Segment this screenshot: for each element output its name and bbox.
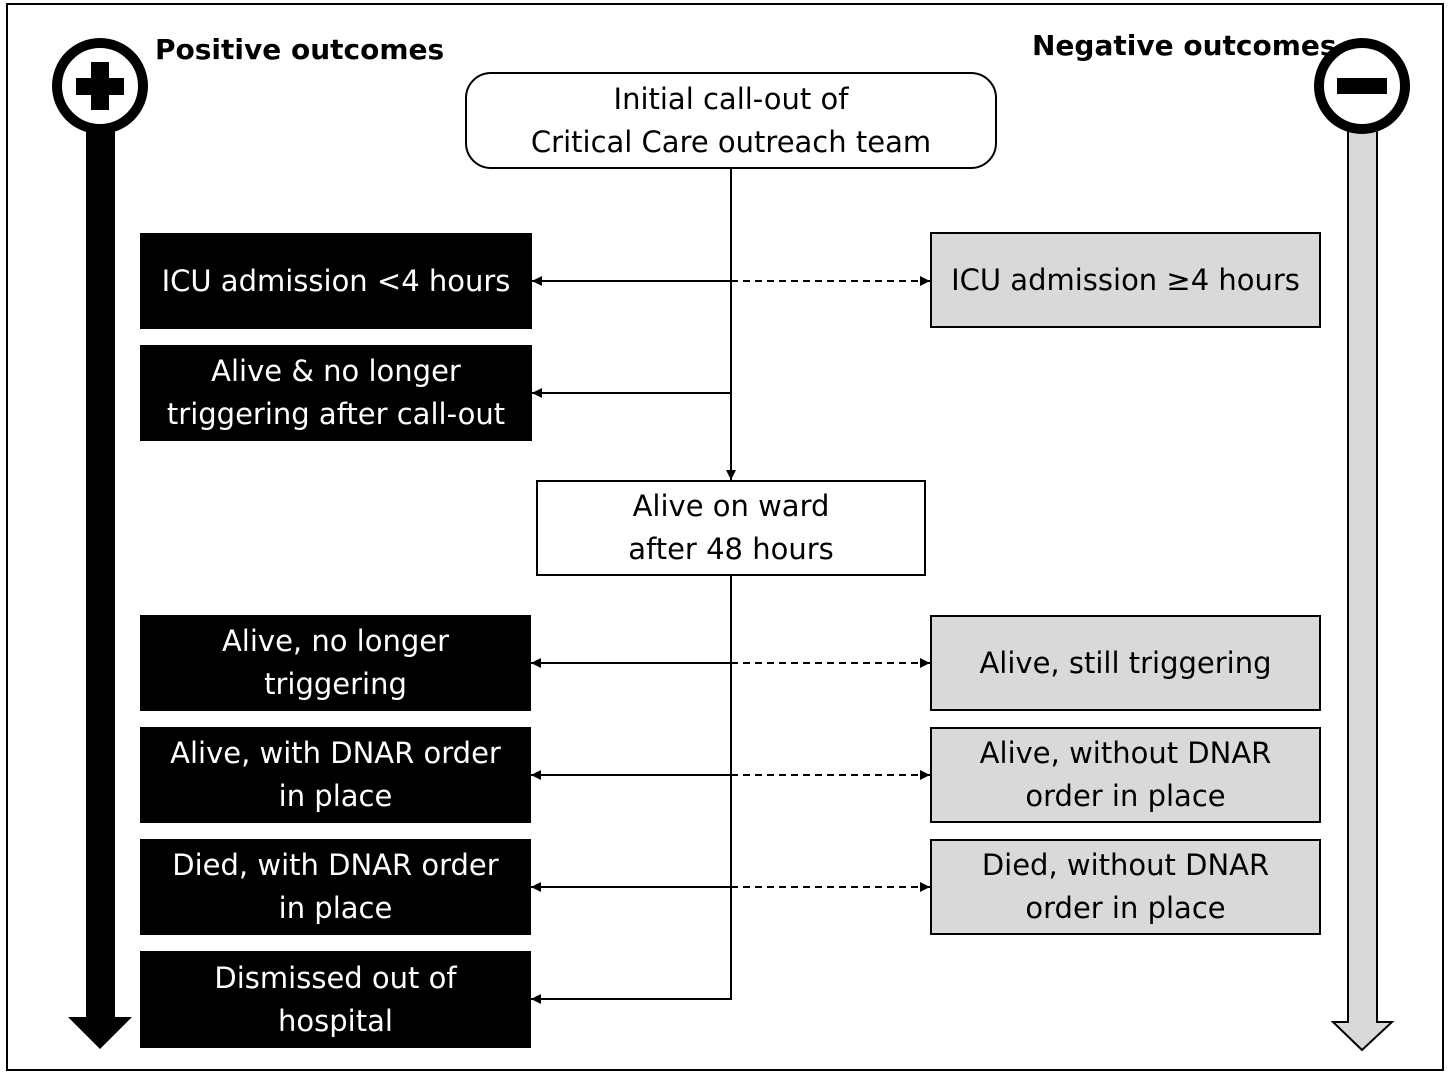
- negative-outcome-label: order in place: [1025, 779, 1226, 813]
- negative-outcome-icu-4h-or-more: ICU admission ≥4 hours: [930, 232, 1321, 328]
- alive-on-ward-line2: after 48 hours: [628, 532, 834, 566]
- positive-scale-arrow: [68, 120, 132, 1049]
- initial-callout-node: Initial call-out of Critical Care outrea…: [465, 72, 997, 169]
- positive-outcome-label: Alive & no longer: [211, 354, 461, 388]
- positive-outcome-label: Dismissed out of: [214, 960, 457, 995]
- negative-outcome-label: Alive, still triggering: [979, 645, 1272, 680]
- positive-outcome-label: Alive, with DNAR order: [170, 736, 501, 770]
- initial-callout-line1: Initial call-out of: [613, 81, 849, 116]
- negative-outcome-alive-without-dnar: Alive, without DNAR order in place: [930, 727, 1321, 823]
- alive-on-ward-node: Alive on ward after 48 hours: [536, 480, 926, 576]
- positive-outcome-label: in place: [278, 779, 393, 813]
- positive-outcome-label: triggering: [264, 667, 407, 701]
- positive-outcome-icu-under-4h: ICU admission <4 hours: [140, 233, 532, 329]
- negative-outcomes-heading: Negative outcomes: [1032, 29, 1337, 62]
- positive-outcome-alive-no-longer-triggering: Alive, no longer triggering: [140, 615, 531, 711]
- positive-outcome-label: ICU admission <4 hours: [161, 263, 511, 298]
- positive-outcome-label: triggering after call-out: [166, 397, 506, 431]
- negative-outcome-label: order in place: [1025, 891, 1226, 925]
- positive-outcome-dismissed: Dismissed out of hospital: [140, 951, 531, 1048]
- positive-outcome-label: Alive, no longer: [221, 624, 450, 658]
- positive-outcome-alive-with-dnar: Alive, with DNAR order in place: [140, 727, 531, 823]
- positive-outcomes-heading: Positive outcomes: [155, 33, 445, 66]
- minus-circle-icon: [1314, 38, 1410, 134]
- outer-frame: [6, 3, 1444, 1071]
- positive-outcome-died-with-dnar: Died, with DNAR order in place: [140, 839, 531, 935]
- negative-outcome-label: Alive, without DNAR: [979, 736, 1272, 770]
- alive-on-ward-line1: Alive on ward: [632, 489, 830, 523]
- negative-outcome-alive-still-triggering: Alive, still triggering: [930, 615, 1321, 711]
- positive-outcome-no-longer-triggering-callout: Alive & no longer triggering after call-…: [140, 345, 532, 441]
- positive-outcome-label: in place: [278, 891, 393, 925]
- negative-outcome-died-without-dnar: Died, without DNAR order in place: [930, 839, 1321, 935]
- negative-scale-arrow: [1330, 117, 1395, 1052]
- initial-callout-line2: Critical Care outreach team: [530, 124, 932, 159]
- negative-outcome-label: Died, without DNAR: [981, 848, 1270, 882]
- plus-circle-icon: [52, 38, 148, 134]
- positive-outcome-label: hospital: [278, 1003, 393, 1038]
- positive-outcome-label: Died, with DNAR order: [172, 848, 499, 882]
- negative-outcome-label: ICU admission ≥4 hours: [951, 262, 1300, 297]
